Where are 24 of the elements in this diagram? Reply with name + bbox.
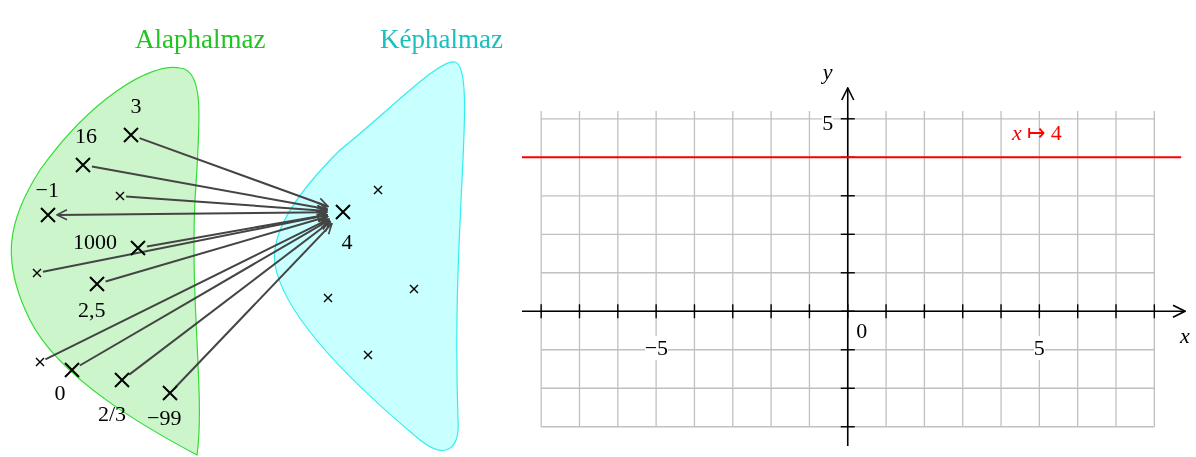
point-label: −99 (147, 406, 182, 430)
arrow (125, 195, 328, 216)
set-title: Képhalmaz (380, 24, 503, 54)
arrow (44, 218, 330, 361)
tick-label: 5 (1033, 336, 1045, 361)
point-label: 4 (341, 230, 353, 254)
point-label: 1000 (73, 230, 117, 254)
line-label: x ↦ 4 (1012, 121, 1062, 145)
tick-label: −5 (644, 336, 669, 361)
set-title: Alaphalmaz (135, 24, 266, 54)
point-label: 0 (54, 381, 66, 405)
point-label: 16 (75, 124, 97, 148)
point-label: 2,5 (78, 298, 106, 322)
arrow (56, 206, 328, 221)
arrow (128, 220, 332, 376)
arrow (175, 222, 333, 388)
arrow (104, 213, 329, 283)
point-label: −1 (35, 178, 59, 202)
arrow (138, 137, 329, 209)
arrow (41, 211, 329, 273)
arrow (145, 210, 329, 248)
point-label: 2/3 (98, 402, 127, 426)
point-label: 3 (130, 94, 142, 118)
arrow (78, 219, 331, 367)
